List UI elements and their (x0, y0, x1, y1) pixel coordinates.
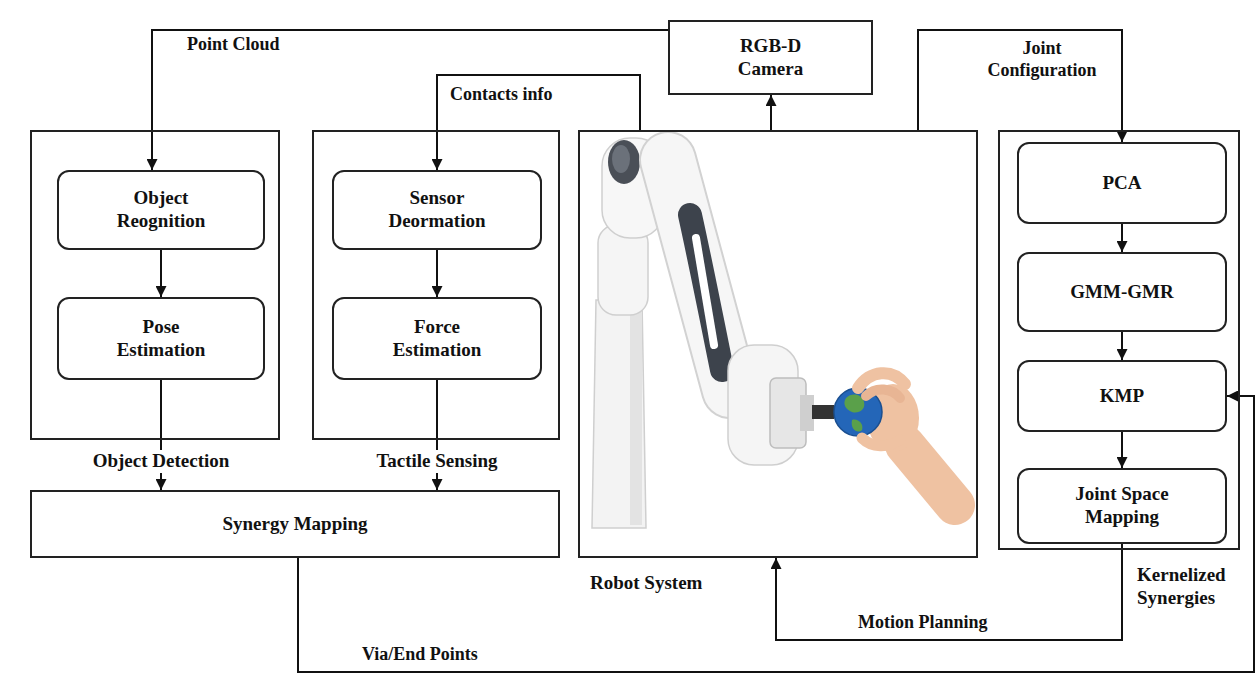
connector-arrow (437, 75, 640, 170)
forearm (905, 445, 955, 505)
caption-holder: Tactile Sensing (373, 450, 500, 473)
globe-continent (852, 420, 863, 432)
upper-arm (668, 160, 730, 390)
connector-arrow (776, 544, 1122, 640)
box-label: Object Reognition (101, 187, 221, 233)
process-box: KMP (1017, 360, 1227, 432)
robot-flange-ring (800, 395, 814, 431)
process-box: GMM-GMR (1017, 252, 1227, 332)
robot-base-shade (630, 305, 642, 525)
box-label: KMP (1100, 385, 1144, 408)
edge-label-holder: Point Cloud (185, 34, 282, 56)
robot-gripper (812, 405, 834, 419)
sensor-box: RGB-D Camera (668, 20, 873, 95)
shoulder-cap (608, 140, 640, 184)
module-panel: Sensor DeormationForce EstimationTactile… (312, 130, 560, 440)
box-label: GMM-GMR (1070, 281, 1173, 304)
box-label: Force Estimation (377, 316, 497, 362)
robot-column (598, 225, 648, 315)
arm-stripe-inner (696, 238, 714, 345)
panel-caption: Object Detection (90, 450, 233, 473)
box-label: Joint Space Mapping (1062, 483, 1182, 529)
edge-label: Point Cloud (185, 34, 282, 56)
process-box: Pose Estimation (57, 297, 265, 380)
connector-arrow (770, 95, 772, 130)
panel-caption: Robot System (587, 572, 705, 595)
connector-arrow (152, 30, 668, 170)
upper-arm-outline (668, 160, 730, 390)
process-box: Joint Space Mapping (1017, 468, 1227, 544)
process-box: PCA (1017, 142, 1227, 224)
shoulder-cap-shine (612, 145, 630, 173)
connector-arrow (436, 380, 438, 490)
process-box: Synergy Mapping (30, 490, 560, 558)
box-label: PCA (1102, 172, 1141, 195)
process-box: Object Reognition (57, 170, 265, 250)
robot-panel: Robot System (578, 130, 978, 558)
caption-holder: Kernelized Synergies (1134, 564, 1238, 610)
edge-label-holder: Motion Planning (856, 612, 990, 634)
finger (866, 389, 900, 398)
module-panel: Object ReognitionPose EstimationObject D… (30, 130, 280, 440)
robot-base (592, 300, 646, 528)
thumb (862, 438, 900, 446)
connector-arrow (1121, 332, 1123, 360)
edge-label: Motion Planning (856, 612, 990, 634)
robot-arm (592, 138, 834, 528)
box-label: Pose Estimation (101, 316, 221, 362)
hand-with-globe (834, 373, 955, 505)
edge-label: Contacts info (448, 84, 555, 106)
connector-arrow (1121, 224, 1123, 252)
connector-arrow (436, 250, 438, 297)
panel-caption: Tactile Sensing (373, 450, 500, 473)
edge-label-holder: Contacts info (448, 84, 555, 106)
edge-label: Via/End Points (360, 644, 480, 666)
process-box: Force Estimation (332, 297, 542, 380)
edge-label-holder: Via/End Points (360, 644, 480, 666)
caption-holder: Robot System (587, 572, 705, 595)
box-label: Sensor Deormation (377, 187, 497, 233)
edge-label: Joint Configuration (978, 38, 1106, 81)
connector-arrow (160, 380, 162, 490)
module-panel: PCAGMM-GMRKMPJoint Space MappingKerneliz… (998, 130, 1240, 550)
caption-holder: Object Detection (90, 450, 233, 473)
box-label: RGB-D Camera (711, 35, 831, 81)
panel-caption: Kernelized Synergies (1134, 564, 1238, 610)
process-box: Sensor Deormation (332, 170, 542, 250)
edge-label-holder: Joint Configuration (978, 38, 1106, 81)
box-label: Synergy Mapping (222, 513, 367, 536)
connector-arrow (918, 30, 1122, 142)
connector-arrow (160, 250, 162, 297)
connector-arrow (1121, 432, 1123, 468)
arm-stripe (690, 215, 722, 370)
